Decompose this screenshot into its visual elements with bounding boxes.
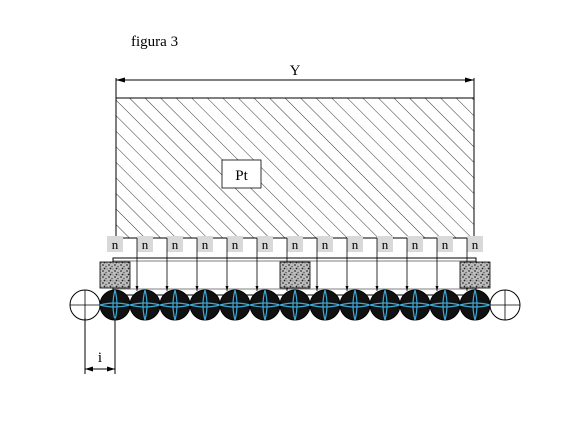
n-label: n <box>227 236 243 252</box>
pin-arrow <box>255 286 259 291</box>
width-dimension: Y <box>115 63 475 98</box>
n-label: n <box>407 236 423 252</box>
width-dimension-label: Y <box>290 63 301 79</box>
n-label: n <box>437 236 453 252</box>
figure-caption: figura 3 <box>131 34 178 50</box>
n-label-text: n <box>292 237 299 252</box>
n-label-text: n <box>112 237 119 252</box>
roller-cross-icon <box>429 289 461 321</box>
roller-cross-icon <box>459 289 491 321</box>
roller-cross-icon <box>189 289 221 321</box>
n-label-text: n <box>412 237 419 252</box>
pin-arrow <box>375 286 379 291</box>
roller-cross-icon <box>369 289 401 321</box>
n-label-text: n <box>172 237 179 252</box>
n-label-text: n <box>232 237 239 252</box>
pin-arrow <box>225 286 229 291</box>
pitch-dimension: i <box>84 318 116 374</box>
n-label: n <box>317 236 333 252</box>
roller-cross-icon <box>219 289 251 321</box>
pin-arrow <box>345 286 349 291</box>
n-label: n <box>347 236 363 252</box>
pin-arrow <box>435 286 439 291</box>
roller-cross-icon <box>159 289 191 321</box>
pin-arrow <box>195 286 199 291</box>
roller-cross-icon <box>99 289 131 321</box>
n-label-text: n <box>352 237 359 252</box>
n-label: n <box>197 236 213 252</box>
roller-cross-icon <box>309 289 341 321</box>
roller-cross-icon <box>249 289 281 321</box>
n-label-text: n <box>262 237 269 252</box>
hatched-block: Pt <box>115 97 475 239</box>
pin-arrow <box>315 286 319 291</box>
n-label: n <box>107 236 123 252</box>
block-label: Pt <box>235 168 248 184</box>
n-label-text: n <box>142 237 149 252</box>
n-label: n <box>257 236 273 252</box>
n-label: n <box>287 236 303 252</box>
n-label: n <box>167 236 183 252</box>
n-label-text: n <box>382 237 389 252</box>
spacer-block <box>459 261 491 289</box>
pin-arrow <box>135 286 139 291</box>
roller-row <box>69 289 521 321</box>
circle-cross-outline-icon <box>69 289 101 321</box>
spacer-blocks <box>99 261 491 289</box>
roller-cross-icon <box>399 289 431 321</box>
roller-cross-icon <box>279 289 311 321</box>
roller-cross-icon <box>129 289 161 321</box>
spacer-block <box>279 261 311 289</box>
pin-arrow <box>405 286 409 291</box>
n-label-text: n <box>472 237 479 252</box>
n-label: n <box>377 236 393 252</box>
spacer-block <box>99 261 131 289</box>
n-label-text: n <box>202 237 209 252</box>
roller-cross-icon <box>339 289 371 321</box>
circle-cross-outline-icon <box>489 289 521 321</box>
pitch-dimension-label: i <box>98 350 102 366</box>
n-label-text: n <box>322 237 329 252</box>
n-label: n <box>137 236 153 252</box>
n-label-text: n <box>442 237 449 252</box>
block-label-box <box>221 159 262 189</box>
n-label: n <box>467 236 483 252</box>
pin-arrow <box>165 286 169 291</box>
